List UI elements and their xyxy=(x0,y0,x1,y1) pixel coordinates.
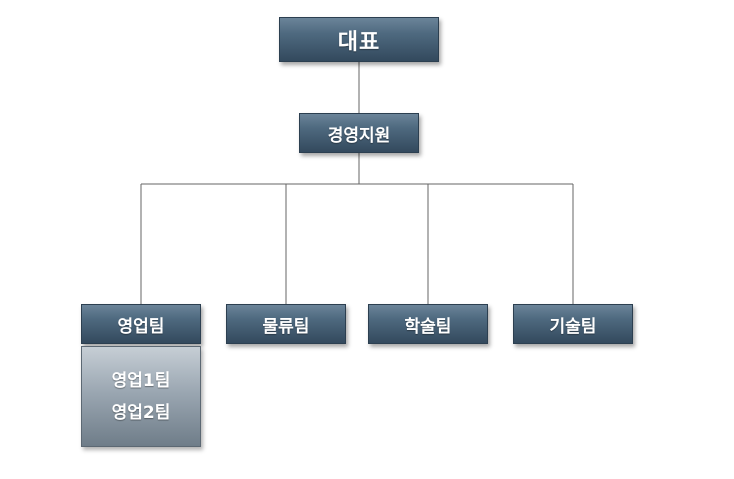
team-box-sales: 영업팀 xyxy=(81,304,201,344)
team-label-tech: 기술팀 xyxy=(549,316,597,337)
ceo-label: 대표 xyxy=(337,29,381,55)
team-box-tech: 기술팀 xyxy=(513,304,633,344)
ceo-box: 대표 xyxy=(279,17,439,62)
management-support-label: 경영지원 xyxy=(327,125,391,146)
team-label-sales: 영업팀 xyxy=(117,316,165,337)
management-support-box: 경영지원 xyxy=(299,113,419,153)
subteam-label-sales-1: 영업1팀 xyxy=(111,370,171,391)
team-label-academic: 학술팀 xyxy=(404,316,452,337)
sales-subteams-box: 영업1팀 영업2팀 xyxy=(81,346,201,447)
team-label-logistics: 물류팀 xyxy=(262,316,310,337)
team-box-logistics: 물류팀 xyxy=(226,304,346,344)
subteam-label-sales-2: 영업2팀 xyxy=(111,402,171,423)
team-box-academic: 학술팀 xyxy=(368,304,488,344)
